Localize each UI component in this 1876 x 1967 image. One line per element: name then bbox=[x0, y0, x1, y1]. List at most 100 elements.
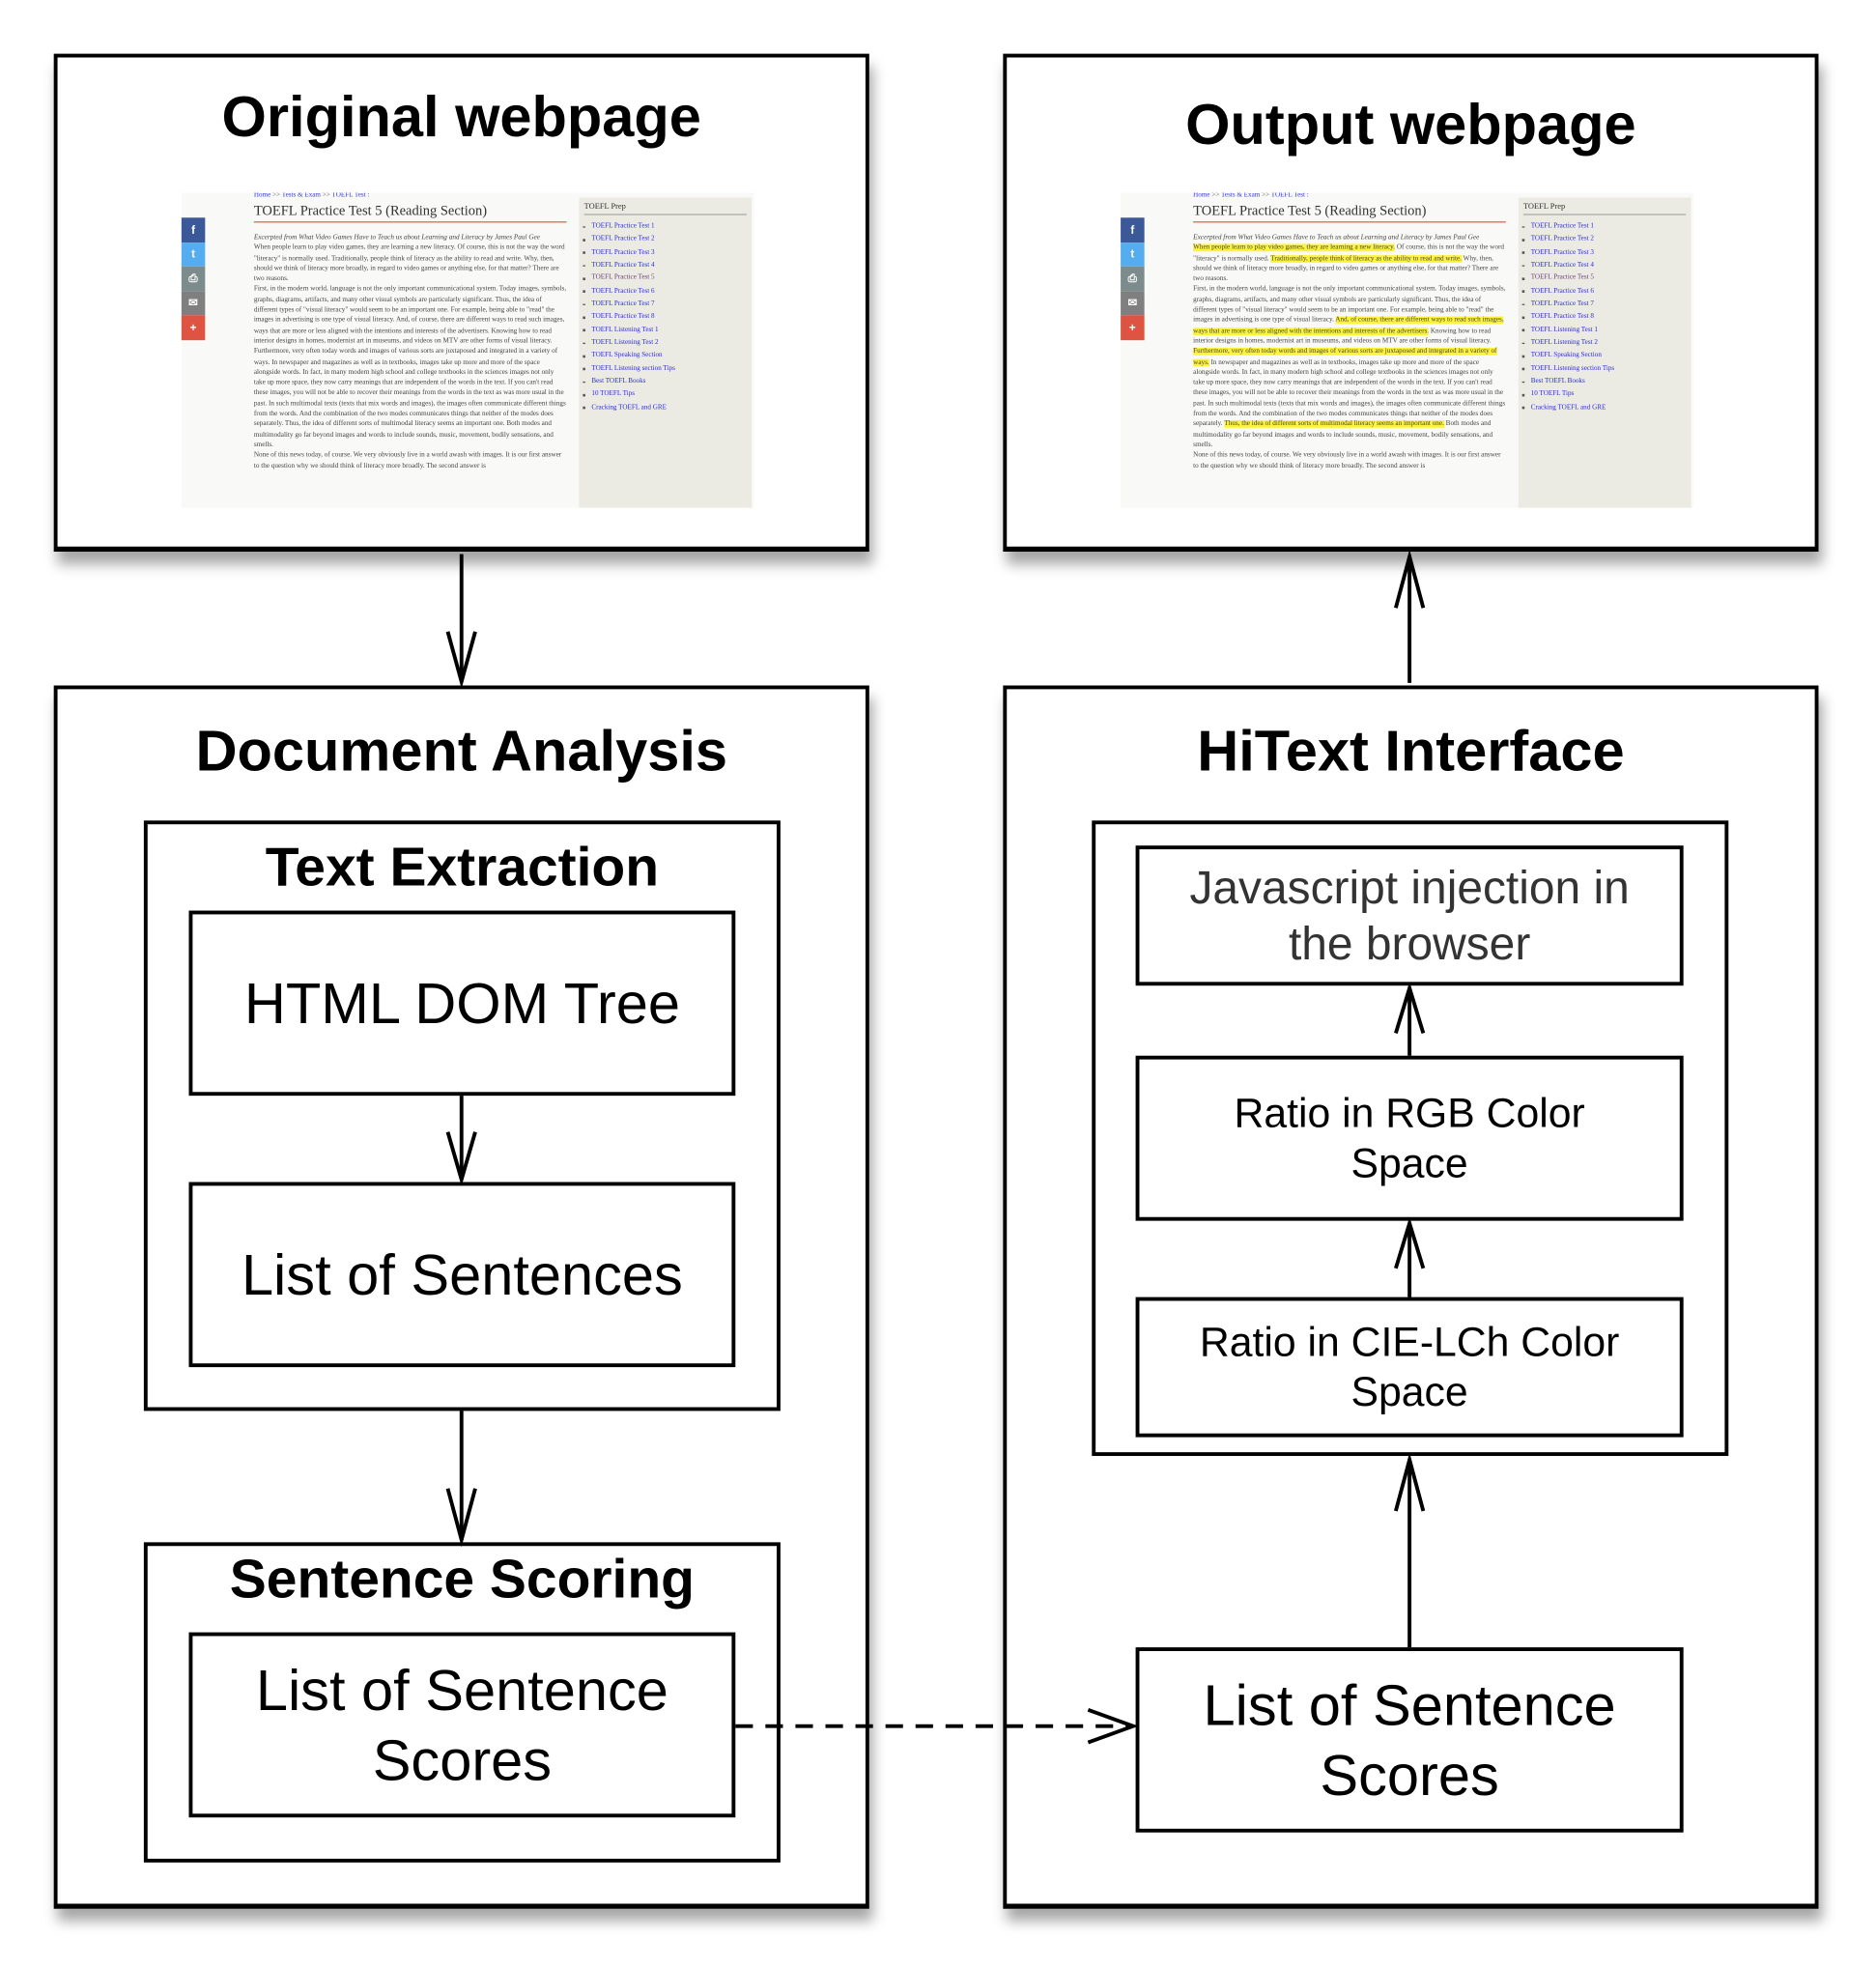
sidebar-link[interactable]: TOEFL Practice Test 7 bbox=[1521, 298, 1691, 310]
arrow-hitext-to-output bbox=[1394, 549, 1426, 683]
sidebar-link[interactable]: Best TOEFL Books bbox=[583, 376, 752, 388]
sentence-scores-output-box: List of Sentence Scores bbox=[188, 1632, 736, 1818]
breadcrumb-link[interactable]: Home bbox=[253, 192, 271, 199]
sidebar-link[interactable]: TOEFL Speaking Section bbox=[583, 350, 752, 362]
sidebar-link[interactable]: TOEFL Practice Test 3 bbox=[1521, 246, 1691, 259]
sentence: Traditionally, people think of literacy … bbox=[330, 254, 523, 263]
sidebar-link[interactable]: Cracking TOEFL and GRE bbox=[583, 401, 752, 413]
sidebar-link[interactable]: TOEFL Practice Test 8 bbox=[583, 311, 752, 324]
print-icon[interactable]: ⎙ bbox=[181, 267, 206, 292]
sentence: Knowing how to read interior designs in … bbox=[253, 327, 553, 346]
twitter-icon[interactable]: t bbox=[1121, 242, 1145, 268]
sidebar-link[interactable]: TOEFL Practice Test 5 bbox=[1521, 271, 1691, 284]
sidebar-link[interactable]: 10 TOEFL Tips bbox=[583, 388, 752, 401]
output-webpage-title: Output webpage bbox=[1185, 91, 1636, 157]
list-of-sentences-box: List of Sentences bbox=[188, 1182, 736, 1368]
article-body: When people learn to play video games, t… bbox=[1193, 243, 1506, 471]
sidebar-link[interactable]: TOEFL Practice Test 2 bbox=[1521, 233, 1691, 245]
sidebar-link[interactable]: TOEFL Listening section Tips bbox=[1521, 362, 1691, 375]
sidebar-title: TOEFL Prep bbox=[583, 203, 747, 215]
article-paragraph: Furthermore, very often today words and … bbox=[254, 347, 567, 450]
twitter-icon[interactable]: t bbox=[181, 242, 206, 268]
article-paragraph: None of this news today, of course. We v… bbox=[254, 450, 567, 470]
sidebar-link[interactable]: TOEFL Practice Test 6 bbox=[1521, 285, 1691, 298]
sentence: Thus, the idea of different sorts of mul… bbox=[284, 420, 505, 429]
sentence: In newspaper and magazines as well as in… bbox=[1193, 358, 1506, 429]
sentence: In newspaper and magazines as well as in… bbox=[253, 358, 566, 429]
sidebar-link[interactable]: TOEFL Listening Test 1 bbox=[583, 324, 752, 336]
article-body: When people learn to play video games, t… bbox=[254, 243, 567, 471]
sidebar-link[interactable]: TOEFL Practice Test 1 bbox=[583, 220, 752, 233]
facebook-icon[interactable]: f bbox=[1121, 217, 1145, 242]
breadcrumb-link[interactable]: Tests & Exam bbox=[1221, 192, 1261, 199]
sidebar-link[interactable]: TOEFL Practice Test 3 bbox=[583, 246, 752, 259]
sidebar-link[interactable]: TOEFL Practice Test 2 bbox=[583, 233, 752, 245]
sentence: None of this news today, of course. We v… bbox=[253, 451, 562, 470]
share-plus-icon[interactable]: + bbox=[1121, 315, 1145, 341]
sidebar-link[interactable]: TOEFL Practice Test 4 bbox=[1521, 259, 1691, 271]
sidebar-link[interactable]: TOEFL Listening Test 1 bbox=[1521, 324, 1691, 336]
cie-lch-ratio-box: Ratio in CIE-LCh Color Space bbox=[1135, 1297, 1684, 1438]
article-paragraph: Furthermore, very often today words and … bbox=[1193, 347, 1506, 450]
sentence: First, in the modern world, language is … bbox=[253, 285, 567, 325]
sidebar-link[interactable]: Best TOEFL Books bbox=[1521, 376, 1691, 388]
print-icon[interactable]: ⎙ bbox=[1121, 267, 1145, 292]
highlighted-sentence: Thus, the idea of different sorts of mul… bbox=[1224, 420, 1444, 429]
javascript-injection-label: Javascript injection in the browser bbox=[1189, 861, 1630, 970]
sentence: First, in the modern world, language is … bbox=[1193, 285, 1506, 325]
sentence: Knowing how to read interior designs in … bbox=[1193, 327, 1492, 346]
sidebar-link[interactable]: TOEFL Practice Test 1 bbox=[1521, 220, 1691, 233]
sidebar-link[interactable]: TOEFL Practice Test 6 bbox=[583, 285, 752, 298]
sidebar-link[interactable]: 10 TOEFL Tips bbox=[1521, 388, 1691, 401]
sidebar-title: TOEFL Prep bbox=[1522, 203, 1687, 215]
breadcrumb-link[interactable]: TOEFL Test : bbox=[1270, 192, 1309, 199]
sentence: Both modes and multimodality go far beyo… bbox=[253, 420, 554, 449]
article-excerpt-credit: Excerpted from What Video Games Have to … bbox=[253, 234, 541, 242]
sentence-scores-output-label: List of Sentence Scores bbox=[255, 1657, 668, 1793]
article-paragraph: First, in the modern world, language is … bbox=[1193, 285, 1506, 347]
sidebar-link[interactable]: TOEFL Listening section Tips bbox=[583, 362, 752, 375]
sentence: Both modes and multimodality go far beyo… bbox=[1193, 420, 1493, 449]
cie-lch-ratio-label: Ratio in CIE-LCh Color Space bbox=[1199, 1318, 1620, 1415]
sidebar-link[interactable]: TOEFL Practice Test 5 bbox=[583, 271, 752, 284]
sidebar-link[interactable]: TOEFL Speaking Section bbox=[1521, 350, 1691, 362]
breadcrumb-link[interactable]: Tests & Exam bbox=[281, 192, 321, 199]
list-of-sentences-label: List of Sentences bbox=[241, 1241, 683, 1307]
breadcrumb-link[interactable]: TOEFL Test : bbox=[331, 192, 370, 199]
sidebar-link[interactable]: TOEFL Practice Test 4 bbox=[583, 259, 752, 271]
breadcrumb-separator: >> bbox=[322, 192, 330, 199]
sidebar-link[interactable]: TOEFL Listening Test 2 bbox=[1521, 336, 1691, 349]
highlighted-sentence: Traditionally, people think of literacy … bbox=[1270, 254, 1462, 263]
sentence: When people learn to play video games, t… bbox=[253, 243, 456, 252]
email-icon[interactable]: ✉ bbox=[1121, 291, 1145, 316]
facebook-icon[interactable]: f bbox=[181, 217, 206, 242]
email-icon[interactable]: ✉ bbox=[181, 291, 206, 316]
sentence: Furthermore, very often today words and … bbox=[253, 348, 558, 366]
sidebar-link[interactable]: Cracking TOEFL and GRE bbox=[1521, 401, 1691, 413]
article-paragraph: When people learn to play video games, t… bbox=[254, 243, 567, 285]
sentence: Of course, this is not the way the word … bbox=[1193, 243, 1504, 263]
sidebar-link[interactable]: TOEFL Practice Test 8 bbox=[1521, 311, 1691, 324]
rgb-ratio-label: Ratio in RGB Color Space bbox=[1234, 1089, 1585, 1186]
sidebar-link[interactable]: TOEFL Practice Test 7 bbox=[583, 298, 752, 310]
sidebar-link[interactable]: TOEFL Listening Test 2 bbox=[583, 336, 752, 349]
article-column: Home >> Tests & Exam >> TOEFL Test : TOE… bbox=[1193, 192, 1506, 470]
hitext-interface-title: HiText Interface bbox=[1197, 718, 1625, 784]
page-title: TOEFL Practice Test 5 (Reading Section) bbox=[1193, 204, 1506, 223]
share-plus-icon[interactable]: + bbox=[181, 315, 206, 341]
html-dom-tree-label: HTML DOM Tree bbox=[243, 970, 680, 1036]
highlighted-sentence: When people learn to play video games, t… bbox=[1193, 243, 1396, 252]
breadcrumb-separator: >> bbox=[1262, 192, 1270, 199]
rgb-ratio-box: Ratio in RGB Color Space bbox=[1135, 1055, 1684, 1221]
sentence: Of course, this is not the way the word … bbox=[253, 243, 565, 263]
breadcrumb: Home >> Tests & Exam >> TOEFL Test : bbox=[254, 192, 567, 200]
breadcrumb-link[interactable]: Home bbox=[1193, 192, 1210, 199]
